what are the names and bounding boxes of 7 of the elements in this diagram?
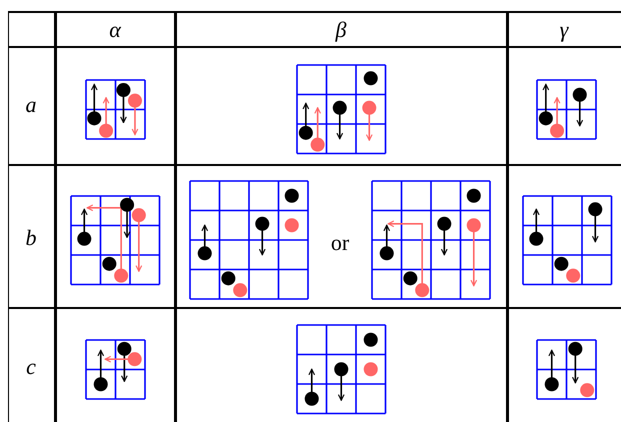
column-header: β xyxy=(336,19,346,41)
connective-text: or xyxy=(330,232,350,254)
row-header: b xyxy=(26,227,36,249)
row-header: a xyxy=(26,94,36,116)
row-header: c xyxy=(26,356,36,378)
column-header: α xyxy=(109,19,121,41)
column-header: γ xyxy=(560,19,568,41)
